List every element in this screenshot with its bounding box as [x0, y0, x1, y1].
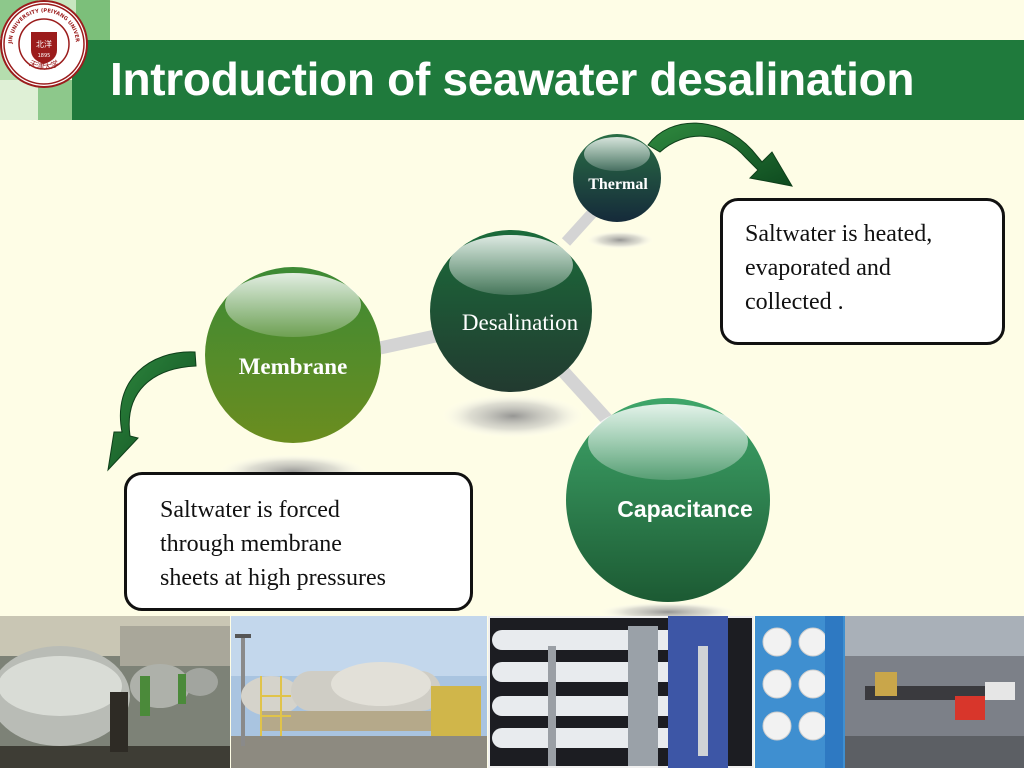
svg-text:天津大学: 天津大学	[28, 58, 60, 72]
callout-line: sheets at high pressures	[160, 565, 386, 591]
node-label-desalination: Desalination	[461, 310, 579, 335]
connector-line	[557, 365, 617, 430]
seal-year: 1895	[38, 53, 51, 59]
node-shadow	[598, 602, 738, 616]
callout-membrane: Saltwater is forced through membrane she…	[124, 472, 473, 611]
photo-desalination-plant-exterior	[231, 616, 487, 768]
desalination-diagram	[107, 122, 793, 616]
seal-ring-text-bottom: 天津大学	[28, 58, 60, 72]
decor-square	[0, 80, 38, 120]
node-label-membrane: Membrane	[238, 354, 348, 379]
connector-line	[561, 206, 600, 246]
title-bar	[72, 40, 1024, 120]
university-seal-logo: 北洋 1895 TIANJIN UNIVERSITY (PEIYANG UNIV…	[0, 0, 88, 88]
connector-line	[378, 328, 442, 355]
node-shadow	[441, 394, 585, 438]
photo-ro-pressure-vessels	[755, 616, 1024, 768]
callout-line: through membrane	[160, 531, 342, 557]
callout-line: Saltwater is heated,	[745, 221, 933, 247]
photo-thermal-plant-pipes	[0, 616, 230, 768]
callout-line: collected .	[745, 289, 844, 315]
callout-line: evaporated and	[745, 255, 891, 281]
photo-strip	[0, 616, 1024, 768]
seal-center-text: 北洋	[36, 39, 52, 49]
node-label-capacitance: Capacitance	[617, 496, 753, 522]
callout-thermal: Saltwater is heated, evaporated and coll…	[720, 198, 1005, 345]
photo-membrane-tubes	[488, 616, 754, 768]
arrow-thermal-icon	[647, 122, 793, 187]
page-title: Introduction of seawater desalination	[110, 53, 915, 105]
arrow-membrane-icon	[107, 351, 197, 472]
node-shadow	[586, 231, 654, 249]
node-label-thermal: Thermal	[588, 176, 648, 193]
callout-line: Saltwater is forced	[160, 497, 340, 523]
